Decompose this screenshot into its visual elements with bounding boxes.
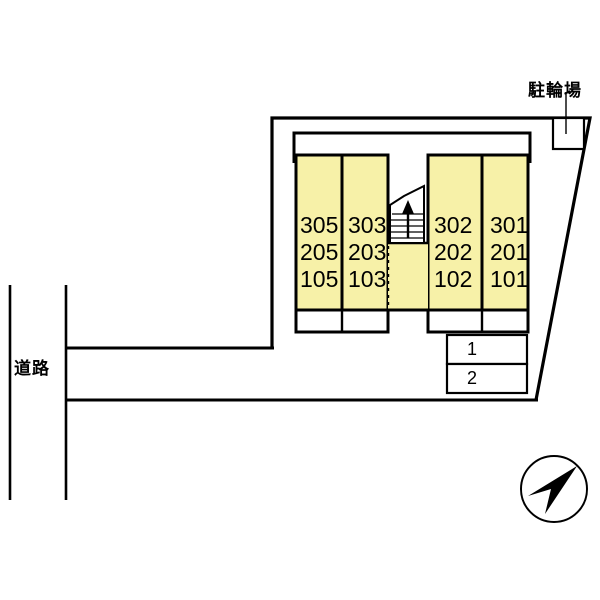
unit-label-301: 301: [490, 212, 529, 238]
unit-label-105: 105: [300, 266, 339, 292]
unit-label-303: 303: [348, 212, 387, 238]
bicycle-parking-box: [551, 92, 586, 151]
building-right-block: [426, 153, 530, 334]
road-lines: [8, 285, 538, 500]
unit-label-205: 205: [300, 239, 339, 265]
site-boundary: [270, 116, 592, 401]
building-left-block: [294, 153, 390, 334]
road-label: 道路: [14, 359, 50, 378]
unit-label-203: 203: [348, 239, 387, 265]
unit-label-202: 202: [434, 239, 473, 265]
unit-label-302: 302: [434, 212, 473, 238]
parking-space-1-label: 1: [467, 339, 478, 359]
north-arrow-icon: [520, 455, 588, 523]
parking-spaces: [445, 333, 529, 395]
building-outline: [292, 131, 532, 163]
unit-label-305: 305: [300, 212, 339, 238]
unit-label-101: 101: [490, 266, 529, 292]
unit-label-103: 103: [348, 266, 387, 292]
unit-label-201: 201: [490, 239, 529, 265]
unit-label-102: 102: [434, 266, 473, 292]
stairs-icon: [389, 184, 425, 244]
central-entrance-area: [386, 232, 428, 312]
bicycle-parking-label: 駐輪場: [528, 81, 582, 100]
parking-space-2-label: 2: [467, 368, 478, 388]
